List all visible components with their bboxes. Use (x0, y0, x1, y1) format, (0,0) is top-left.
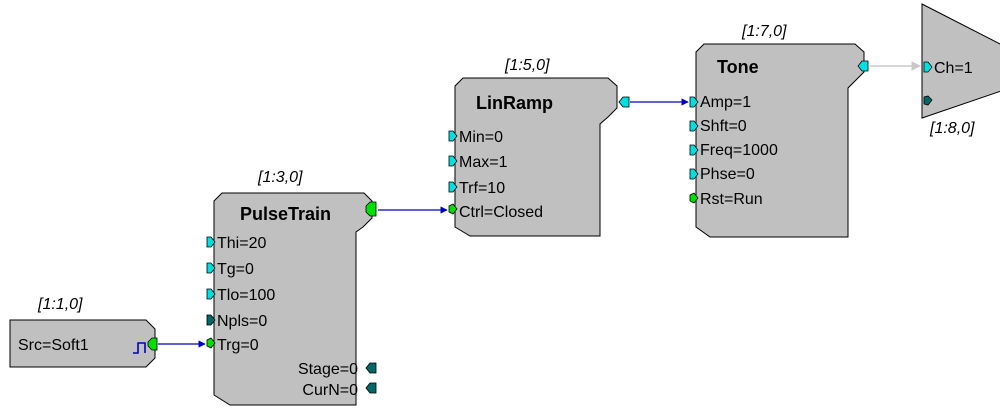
dac-secondary-port-icon[interactable] (923, 95, 933, 106)
phse-label: Phse=0 (700, 166, 755, 183)
tone-title: Tone (717, 57, 759, 77)
linramp-ref: [1:5,0] (504, 57, 550, 74)
shft-label: Shft=0 (700, 118, 747, 135)
ctrl-port-icon[interactable] (448, 203, 458, 215)
dac-input-port-icon[interactable] (923, 61, 933, 73)
linramp-output-port-icon[interactable] (618, 96, 630, 108)
dac-label: Ch=1 (934, 60, 973, 77)
tg-port-icon[interactable] (206, 262, 216, 274)
freq-port-icon[interactable] (689, 144, 699, 156)
thi-label: Thi=20 (217, 235, 266, 252)
src-ref: [1:1,0] (37, 296, 83, 313)
npls-label: Npls=0 (217, 313, 267, 330)
amp-label: Amp=1 (700, 94, 751, 111)
freq-label: Freq=1000 (700, 142, 778, 159)
ctrl-label: Ctrl=Closed (459, 204, 543, 221)
tlo-label: Tlo=100 (217, 287, 275, 304)
min-label: Min=0 (459, 129, 503, 146)
linramp-title: LinRamp (476, 93, 553, 113)
pulsetrain-ref: [1:3,0] (257, 169, 303, 186)
trg-label: Trg=0 (217, 337, 259, 354)
tone-output-port-icon[interactable] (857, 60, 869, 72)
shft-port-icon[interactable] (689, 120, 699, 132)
tone-block[interactable]: [1:7,0] Tone Amp=1 Shft=0 Freq=1000 Phse… (689, 23, 869, 238)
rst-port-icon[interactable] (689, 192, 699, 204)
max-label: Max=1 (459, 154, 508, 171)
rst-label: Rst=Run (700, 191, 763, 208)
stage-label: Stage=0 (298, 361, 358, 378)
curn-port-icon[interactable] (365, 382, 377, 394)
phse-port-icon[interactable] (689, 168, 699, 180)
max-port-icon[interactable] (448, 155, 458, 167)
linramp-block[interactable]: [1:5,0] LinRamp Min=0 Max=1 Trf=10 Ctrl=… (448, 57, 630, 237)
stage-port-icon[interactable] (365, 362, 377, 374)
tlo-port-icon[interactable] (206, 288, 216, 300)
dac-ref: [1:8,0] (929, 120, 975, 137)
tg-label: Tg=0 (217, 261, 254, 278)
trg-port-icon[interactable] (206, 337, 216, 349)
pulsetrain-block[interactable]: [1:3,0] PulseTrain Thi=20 Tg=0 Tlo=100 N… (206, 169, 377, 406)
dac-block[interactable]: Ch=1 [1:8,0] (921, 3, 1000, 137)
tone-ref: [1:7,0] (741, 23, 787, 40)
src-block[interactable]: [1:1,0] Src=Soft1 (9, 296, 158, 368)
trf-port-icon[interactable] (448, 181, 458, 193)
pulsetrain-title: PulseTrain (240, 204, 331, 224)
src-label: Src=Soft1 (18, 337, 89, 354)
npls-port-icon[interactable] (206, 314, 216, 326)
thi-port-icon[interactable] (206, 236, 216, 248)
pulse-icon (133, 342, 146, 354)
min-port-icon[interactable] (448, 130, 458, 142)
pulsetrain-output-port-icon[interactable] (365, 201, 377, 217)
curn-label: CurN=0 (302, 382, 358, 399)
src-output-port-icon[interactable] (147, 337, 158, 351)
amp-port-icon[interactable] (689, 96, 699, 108)
trf-label: Trf=10 (459, 180, 505, 197)
